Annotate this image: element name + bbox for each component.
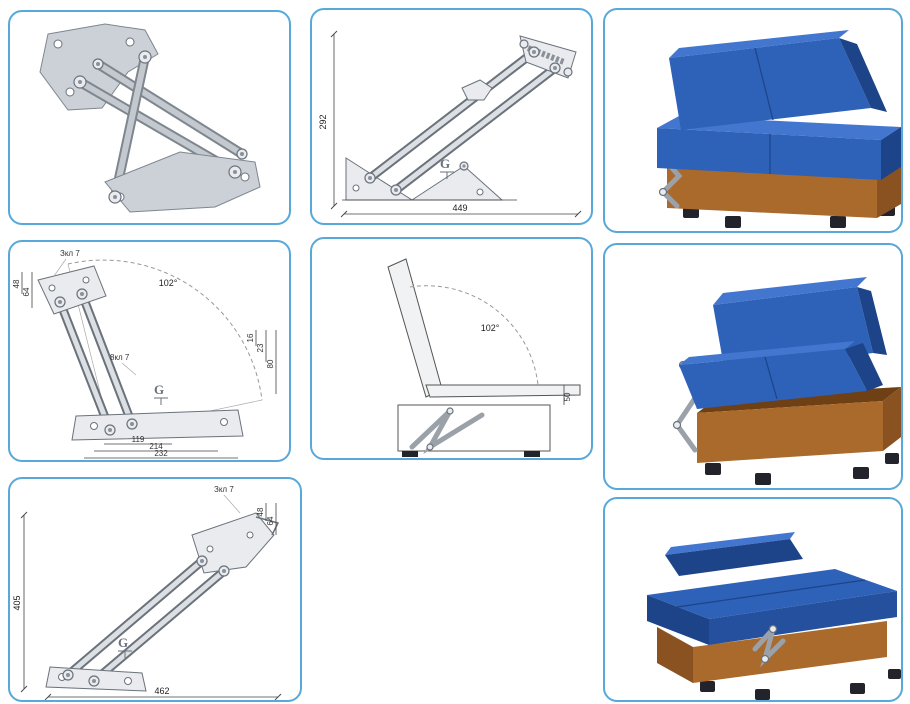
dimension-height: 405	[12, 511, 28, 693]
backrest-cushion	[669, 30, 887, 130]
sofa-feet	[705, 453, 899, 485]
rivet-note-top-label: Зкл 7	[214, 485, 234, 494]
sofa-feet	[700, 669, 901, 700]
panel-drawing-open-angle: 102° Зкл 7 48 64 8	[8, 240, 291, 462]
headboard	[665, 532, 803, 576]
fold-mechanism-detail	[752, 624, 786, 668]
angle-102-label: 102°	[159, 278, 178, 288]
mechanism-hardware-illustration	[39, 23, 261, 213]
panel-drawing-side-view: 102° 50	[310, 237, 593, 460]
panel-drawing-closed: G 292 449	[310, 8, 593, 225]
backrest-outline	[387, 258, 443, 398]
lower-bracket-plate	[104, 151, 261, 213]
dim-292-label: 292	[318, 114, 328, 129]
brand-letter: G	[154, 382, 164, 397]
dims-top-left: 48 64	[12, 272, 33, 308]
dim-50-label: 50	[563, 392, 572, 401]
wood-base	[657, 621, 887, 683]
joints	[364, 46, 561, 196]
brand-mark: G	[440, 156, 454, 179]
base-plate	[71, 409, 244, 441]
panel-mechanism-hardware	[8, 10, 291, 225]
drawing-flat-illustration: Зкл 7 48 64 G 405 462	[12, 485, 282, 700]
top-plate	[37, 265, 107, 315]
sofa-closed-illustration	[657, 30, 901, 228]
base-box	[397, 404, 551, 457]
brand-mark: G	[118, 635, 132, 658]
mattress	[647, 569, 897, 645]
dims-top-right: 48 64	[256, 503, 277, 535]
sofa-mid-illustration	[672, 277, 901, 485]
brand-mark: G	[154, 382, 168, 405]
latch-hook	[461, 79, 493, 101]
sofa-bed-illustration	[647, 532, 901, 700]
lift-arms	[63, 556, 229, 686]
dims-right: 16 23 80	[246, 330, 277, 394]
dimension-seat-height: 50	[563, 385, 572, 405]
seat-cushion-tilted	[679, 341, 883, 409]
lift-arms	[55, 289, 137, 435]
dim-232-label: 232	[154, 449, 168, 458]
wood-storage-box	[697, 387, 901, 463]
dim-119-label: 119	[132, 435, 145, 444]
drawing-closed-illustration: G 292 449	[318, 30, 582, 218]
joints	[62, 555, 230, 687]
joints	[54, 288, 138, 436]
panel-drawing-flat: Зкл 7 48 64 G 405 462	[8, 477, 302, 702]
dim-64-label: 64	[22, 287, 31, 296]
joints	[73, 50, 248, 204]
rivet-note-top: Зкл 7	[53, 249, 80, 277]
dim-16-label: 16	[246, 333, 255, 342]
dimension-height: 292	[318, 30, 338, 210]
dim-80-label: 80	[266, 359, 275, 368]
panel-sofa-bed-render	[603, 497, 903, 702]
dimension-width: 462	[44, 686, 282, 700]
rivet-note-top: Зкл 7	[214, 485, 241, 514]
rivet-note-mid-label: 8кл 7	[110, 353, 130, 362]
dims-bottom: 119 214 232	[84, 435, 238, 459]
dim-214-label: 214	[149, 442, 163, 451]
rivet-note-top-label: Зкл 7	[60, 249, 80, 258]
dim-64-label: 64	[266, 516, 275, 525]
rivet-note-mid: 8кл 7	[110, 353, 137, 376]
dim-449-label: 449	[452, 203, 467, 213]
dim-48-label: 48	[12, 279, 21, 288]
panel-sofa-mid-render	[603, 243, 903, 490]
brand-letter: G	[440, 156, 450, 171]
panel-sofa-closed-render	[603, 8, 903, 233]
angle-arc	[409, 285, 539, 386]
drawing-open-illustration: 102° Зкл 7 48 64 8	[12, 249, 277, 459]
dim-462-label: 462	[154, 686, 169, 696]
lift-arms	[365, 47, 560, 195]
dim-23-label: 23	[256, 343, 265, 352]
dim-48-label: 48	[256, 507, 265, 516]
seat-outline	[425, 384, 581, 398]
top-assembly	[191, 512, 280, 574]
brand-letter: G	[118, 635, 128, 650]
angle-arc	[67, 259, 263, 401]
dim-405-label: 405	[12, 595, 22, 610]
side-view-illustration: 102° 50	[387, 258, 581, 457]
angle-102-label: 102°	[481, 323, 500, 333]
dimension-width: 449	[340, 203, 582, 218]
